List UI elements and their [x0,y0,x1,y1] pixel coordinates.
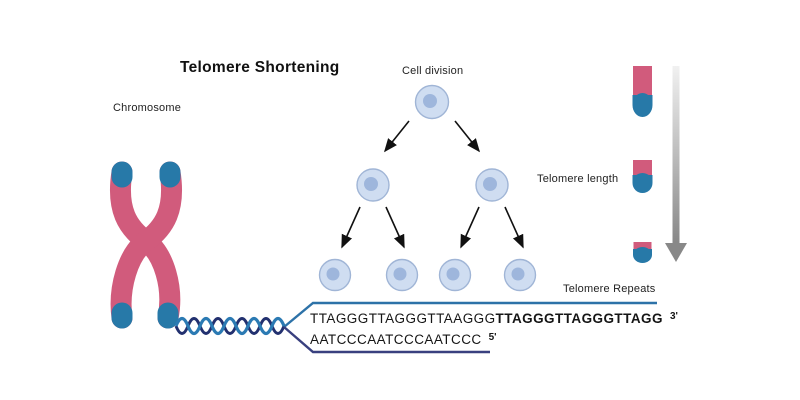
lagging-strand-line [283,326,490,354]
leading-strand-line [283,301,657,328]
telomere-segment-long [632,66,653,117]
diagram-title: Telomere Shortening [180,59,340,76]
cell-division-label: Cell division [402,65,464,77]
helix-strand-dark [174,317,286,335]
chromosome-label: Chromosome [113,102,182,114]
five-prime-end-label: 5' [488,332,497,343]
division-arrow [504,206,524,249]
telomere-length-scale [632,66,687,263]
bottom-strand-regular-sequence: AATCCCAATCCCAATCCC [310,332,482,347]
top-strand-regular-sequence: TTAGGGTTAGGGTTAAGGG [310,311,496,326]
nucleus [326,267,340,281]
division-arrow [460,206,480,249]
division-arrow [385,206,405,249]
division-arrow [341,206,361,249]
dna-helix [174,316,286,336]
top-strand-sequence: TTAGGGTTAGGGTTAAGGGTTAGGGTTAGGGTTAGG 3' [310,311,678,326]
telomere-length-label: Telomere length [537,173,619,185]
telomere-repeats-label: Telomere Repeats [563,283,656,295]
nucleus [364,177,378,191]
nucleus [483,177,497,191]
nucleus [393,267,407,281]
helix-strand-light [174,316,286,336]
cell-division-tree [318,84,537,292]
chromatid-arm [110,161,183,329]
telomere-segment-short [633,242,652,263]
chromosome-illustration [109,161,183,329]
bottom-strand-sequence: AATCCCAATCCCAATCCC 5' [310,332,497,347]
nucleus [446,267,460,281]
division-arrow [384,120,410,153]
three-prime-end-label: 3' [669,311,678,322]
division-arrow [454,120,480,153]
nucleus [423,94,437,108]
shortening-direction-arrow [665,66,687,262]
telomere-segment-medium [632,160,653,193]
replication-fork [283,301,657,354]
top-strand-bold-sequence: TTAGGGTTAGGGTTAGG [495,311,663,326]
nucleus [511,267,525,281]
